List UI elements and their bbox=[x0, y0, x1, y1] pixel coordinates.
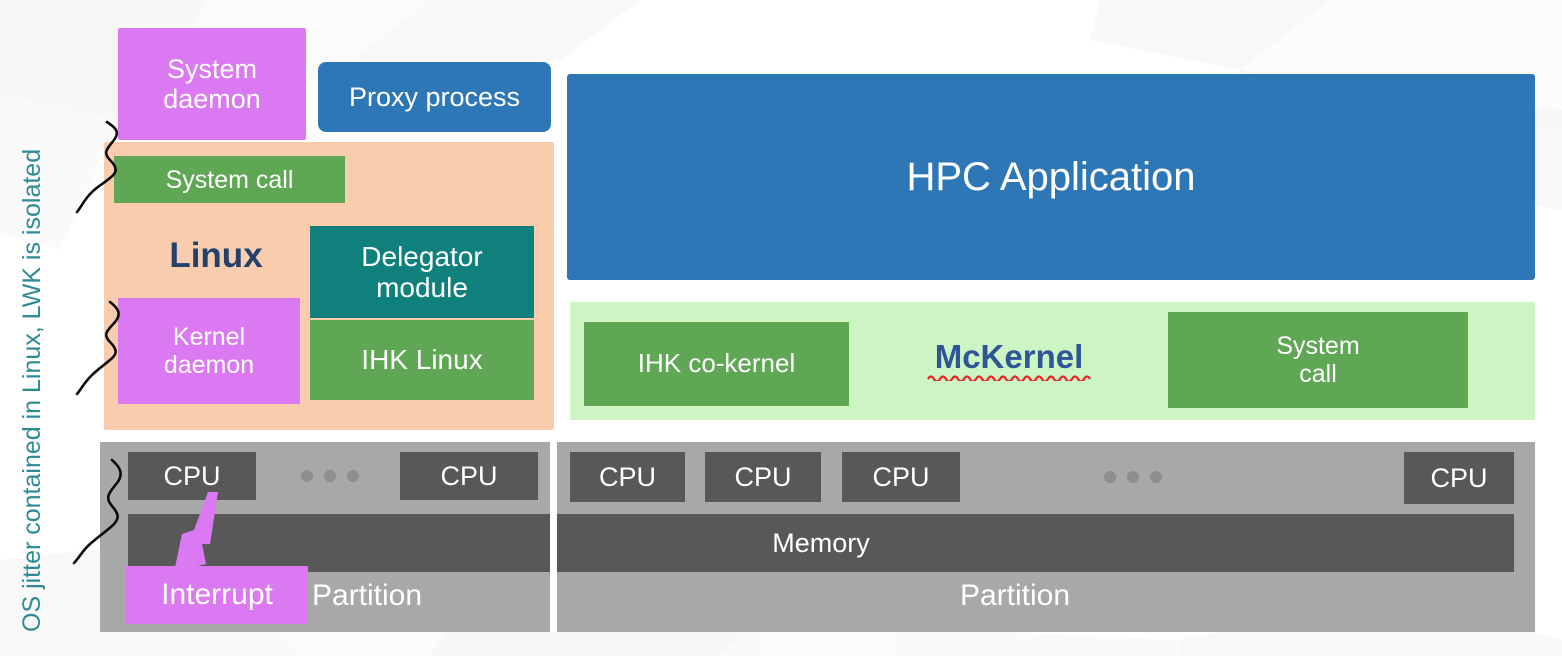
ellipsis-dot bbox=[301, 470, 313, 482]
cpu-label: CPU bbox=[440, 460, 498, 491]
interrupt-label: Interrupt bbox=[161, 578, 273, 612]
ihk-linux-box[interactable]: IHK Linux bbox=[310, 320, 534, 400]
mckernel-system-call-label-line2: call bbox=[1299, 360, 1337, 388]
delegator-label-line2: module bbox=[376, 272, 468, 303]
proxy-process-label: Proxy process bbox=[348, 81, 521, 112]
ellipsis-dot bbox=[1104, 471, 1116, 483]
delegator-label-line1: Delegator bbox=[361, 240, 483, 272]
interrupt-callout[interactable]: Interrupt bbox=[126, 566, 308, 624]
ihk-co-kernel-label: IHK co-kernel bbox=[637, 348, 796, 379]
ellipsis-right bbox=[1088, 463, 1178, 491]
ihk-linux-label: IHK Linux bbox=[361, 344, 483, 376]
mckernel-label-text: McKernel bbox=[934, 337, 1084, 375]
partition-label-left: Partition bbox=[312, 574, 492, 618]
cpu-box-right-2[interactable]: CPU bbox=[705, 452, 821, 502]
cpu-box-right-1[interactable]: CPU bbox=[570, 452, 685, 502]
cpu-label: CPU bbox=[872, 461, 930, 492]
mckernel-label: McKernel bbox=[916, 332, 1102, 388]
partition-label-right: Partition bbox=[870, 574, 1160, 618]
cpu-label: CPU bbox=[1430, 462, 1488, 493]
ellipsis-dot bbox=[347, 470, 359, 482]
ellipsis-dot bbox=[1127, 471, 1139, 483]
ellipsis-dot bbox=[324, 470, 336, 482]
memory-bar: Memory bbox=[128, 514, 1514, 572]
partition-label-text: Partition bbox=[312, 579, 423, 613]
hpc-application-box[interactable]: HPC Application bbox=[567, 74, 1535, 280]
ellipsis-dot bbox=[1150, 471, 1162, 483]
proxy-process-box[interactable]: Proxy process bbox=[318, 62, 551, 132]
spellcheck-squiggle-icon bbox=[927, 375, 1091, 382]
vertical-caption: OS jitter contained in Linux, LWK is iso… bbox=[18, 148, 46, 632]
cpu-box-left-2[interactable]: CPU bbox=[400, 452, 538, 500]
cpu-box-right-3[interactable]: CPU bbox=[842, 452, 960, 502]
cpu-label: CPU bbox=[598, 461, 656, 492]
delegator-module-box[interactable]: Delegator module bbox=[310, 226, 534, 318]
mckernel-system-call-label-line1: System bbox=[1276, 332, 1360, 360]
partition-label-text: Partition bbox=[959, 579, 1071, 613]
ihk-co-kernel-box[interactable]: IHK co-kernel bbox=[584, 322, 849, 406]
mckernel-system-call-box[interactable]: System call bbox=[1168, 312, 1468, 408]
ellipsis-left bbox=[285, 462, 375, 490]
cpu-label: CPU bbox=[734, 461, 792, 492]
memory-label: Memory bbox=[772, 527, 870, 558]
partition-divider bbox=[550, 442, 557, 632]
cpu-box-right-4[interactable]: CPU bbox=[1404, 452, 1514, 504]
hpc-application-label: HPC Application bbox=[906, 154, 1196, 199]
